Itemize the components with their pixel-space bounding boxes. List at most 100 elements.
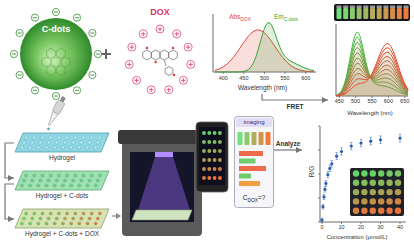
vial: [238, 132, 243, 145]
screen-well: [213, 176, 217, 180]
plus-sign: [130, 45, 134, 49]
vial: [377, 8, 382, 19]
well: [61, 146, 64, 149]
dox-outline: [118, 4, 202, 96]
well: [49, 174, 52, 177]
vial: [404, 8, 409, 19]
well: [66, 212, 69, 215]
oxygen-atom: [154, 61, 157, 64]
tick-mark: [318, 174, 320, 175]
data-point: [322, 195, 325, 198]
tick-label: 400: [219, 75, 228, 81]
well: [378, 180, 384, 186]
well: [361, 208, 367, 214]
tick-mark: [264, 72, 265, 74]
data-point: [398, 136, 401, 139]
negative-charge: [31, 87, 38, 94]
well: [94, 146, 97, 149]
vial-cap: [337, 6, 342, 9]
graphitic-core: [52, 57, 61, 67]
well: [25, 212, 28, 215]
plus-sign: [188, 62, 192, 66]
tick-label: 450: [239, 75, 248, 81]
plus-sign: [149, 88, 153, 92]
legend-label: Em: [274, 13, 284, 20]
well: [80, 217, 83, 220]
data-point: [369, 140, 372, 143]
error-bar: [323, 194, 325, 199]
well: [20, 222, 23, 225]
positive-charge: [133, 76, 141, 84]
tick-label: 40: [397, 224, 403, 230]
spectrum-fill: [336, 32, 408, 96]
well: [90, 174, 93, 177]
negative-charge: [52, 92, 59, 99]
well: [39, 141, 42, 144]
well: [72, 179, 75, 182]
well: [370, 208, 376, 214]
well: [370, 170, 376, 176]
well: [37, 146, 40, 149]
well: [386, 198, 392, 204]
well: [57, 174, 60, 177]
well: [31, 217, 34, 220]
device-lid: [118, 130, 206, 144]
positive-charge: [139, 30, 147, 38]
plus-sign: [167, 88, 171, 92]
data-point: [340, 150, 343, 153]
tick-label-group: 30: [377, 224, 383, 230]
negative-charge: [52, 8, 59, 15]
well: [45, 146, 48, 149]
tick-mark: [318, 150, 320, 151]
calibration-chart: R/GConcentration (μmol/L): [302, 120, 412, 244]
well: [86, 146, 89, 149]
well: [22, 179, 25, 182]
positive-charge: [179, 76, 187, 84]
phone-screen-dots: [202, 131, 222, 180]
positive-charge: [128, 43, 136, 51]
node-text: DOX: [247, 198, 258, 203]
vial-cap: [363, 6, 368, 9]
minus-sign: [75, 90, 79, 91]
absorption-emission-plot: [213, 14, 316, 74]
negative-charge: [10, 50, 17, 57]
vial: [383, 8, 388, 19]
minus-sign: [96, 54, 100, 55]
molecule-ring: [143, 50, 152, 60]
well: [57, 136, 60, 139]
well: [395, 208, 401, 214]
well: [28, 184, 31, 187]
screen-well: [207, 176, 211, 180]
vial: [370, 8, 375, 19]
error-bar: [350, 142, 352, 149]
screen-well: [218, 176, 222, 180]
well: [28, 146, 31, 149]
node-text: Hydrogel + C-dots: [36, 192, 89, 199]
minus-sign: [33, 90, 37, 91]
well: [386, 208, 392, 214]
tick-label-group: 500: [260, 75, 269, 81]
error-bar: [331, 160, 333, 167]
well-plate: Hydrogel + C-dots + DOX: [14, 208, 110, 242]
plus-sign: [141, 32, 145, 36]
phone-screen: [199, 127, 225, 185]
vial-cap: [404, 6, 409, 9]
node-text: =?: [258, 194, 265, 201]
negative-charge: [31, 14, 38, 21]
tick-label: 20: [358, 224, 364, 230]
well: [82, 174, 85, 177]
well: [53, 184, 56, 187]
tick-label-group: 600: [384, 98, 393, 104]
well: [74, 136, 77, 139]
well: [78, 146, 81, 149]
spectrum-fill: [336, 44, 408, 96]
molecule-bond: [164, 60, 166, 66]
tick-label: 500: [260, 75, 269, 81]
error-bar: [340, 148, 342, 155]
screen-well: [202, 167, 206, 171]
tick-label: 600: [301, 75, 310, 81]
graphitic-core: [57, 66, 66, 76]
vial-cap: [377, 6, 382, 9]
graphitic-core: [42, 57, 51, 67]
well: [41, 136, 44, 139]
